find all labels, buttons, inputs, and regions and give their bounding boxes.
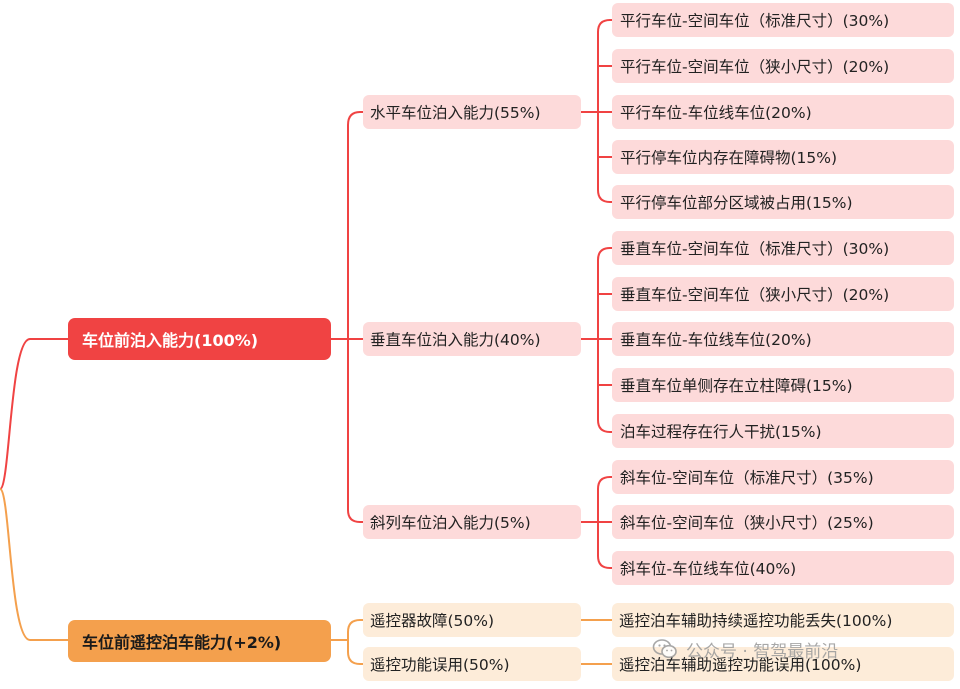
leaf-label: 泊车过程存在行人干扰(15%) [620,423,822,441]
branch-label: 遥控功能误用(50%) [370,656,510,674]
branch-label: 垂直车位泊入能力(40%) [370,331,541,349]
root-node-front-parking[interactable]: 车位前泊入能力(100%) [68,318,331,360]
branch-node-diagonal[interactable]: 斜列车位泊入能力(5%) [363,505,581,539]
leaf-node[interactable]: 斜车位-空间车位（标准尺寸）(35%) [612,460,954,494]
branch-node-horizontal[interactable]: 水平车位泊入能力(55%) [363,95,581,129]
branch-node-remote-misuse[interactable]: 遥控功能误用(50%) [363,647,581,681]
leaf-node[interactable]: 平行停车位内存在障碍物(15%) [612,140,954,174]
leaf-node[interactable]: 平行车位-空间车位（狭小尺寸）(20%) [612,49,954,83]
leaf-node[interactable]: 平行车位-车位线车位(20%) [612,95,954,129]
root-node-label: 车位前泊入能力(100%) [82,331,259,350]
leaf-node[interactable]: 垂直车位单侧存在立柱障碍(15%) [612,368,954,402]
leaf-label: 平行停车位部分区域被占用(15%) [620,194,853,212]
leaf-node[interactable]: 垂直车位-车位线车位(20%) [612,322,954,356]
watermark-text: 公众号 · 智驾最前沿 [686,641,839,662]
root-node-label: 车位前遥控泊车能力(+2%) [82,633,282,652]
leaf-label: 垂直车位单侧存在立柱障碍(15%) [620,377,853,395]
leaf-node[interactable]: 泊车过程存在行人干扰(15%) [612,414,954,448]
leaf-node[interactable]: 平行停车位部分区域被占用(15%) [612,185,954,219]
wechat-icon [652,639,677,659]
leaf-label: 垂直车位-车位线车位(20%) [620,331,812,349]
leaf-label: 平行停车位内存在障碍物(15%) [620,149,838,167]
leaf-label: 垂直车位-空间车位（标准尺寸）(30%) [620,240,890,258]
watermark: 公众号 · 智驾最前沿 [652,636,838,662]
leaf-node[interactable]: 平行车位-空间车位（标准尺寸）(30%) [612,3,954,37]
leaf-node[interactable]: 垂直车位-空间车位（狭小尺寸）(20%) [612,277,954,311]
leaf-label: 平行车位-空间车位（狭小尺寸）(20%) [620,58,890,76]
leaf-label: 平行车位-空间车位（标准尺寸）(30%) [620,12,890,30]
leaf-label: 斜车位-车位线车位(40%) [620,560,797,578]
leaf-label: 遥控泊车辅助持续遥控功能丢失(100%) [619,612,893,630]
branch-node-remote-fault[interactable]: 遥控器故障(50%) [363,603,581,637]
branch-label: 水平车位泊入能力(55%) [370,104,541,122]
leaf-node[interactable]: 斜车位-空间车位（狭小尺寸）(25%) [612,505,954,539]
branch-label: 遥控器故障(50%) [370,612,495,630]
leaf-node[interactable]: 斜车位-车位线车位(40%) [612,551,954,585]
branch-label: 斜列车位泊入能力(5%) [370,514,531,532]
leaf-label: 斜车位-空间车位（标准尺寸）(35%) [620,469,874,487]
root-node-remote-parking[interactable]: 车位前遥控泊车能力(+2%) [68,620,331,662]
leaf-node[interactable]: 遥控泊车辅助持续遥控功能丢失(100%) [612,603,954,637]
leaf-label: 遥控泊车辅助遥控功能误用(100%) [619,656,862,674]
leaf-label: 垂直车位-空间车位（狭小尺寸）(20%) [620,286,890,304]
leaf-label: 斜车位-空间车位（狭小尺寸）(25%) [620,514,874,532]
leaf-label: 平行车位-车位线车位(20%) [620,104,812,122]
branch-node-vertical[interactable]: 垂直车位泊入能力(40%) [363,322,581,356]
leaf-node[interactable]: 垂直车位-空间车位（标准尺寸）(30%) [612,231,954,265]
